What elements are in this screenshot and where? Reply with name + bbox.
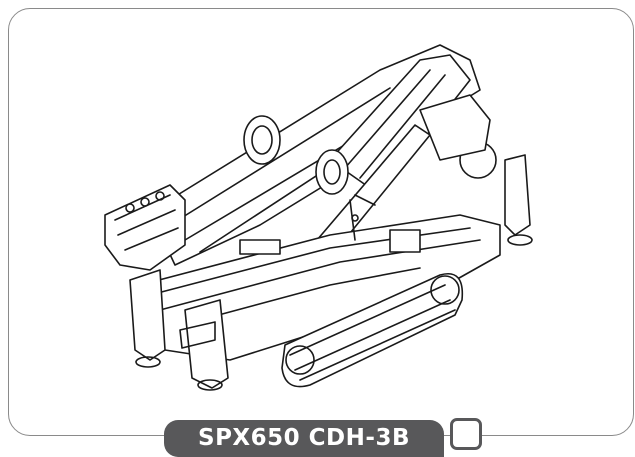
select-checkbox[interactable] bbox=[450, 418, 482, 450]
crawler-crane-line-drawing-icon bbox=[104, 44, 533, 391]
model-label-background bbox=[164, 420, 444, 457]
model-label: SPX650 CDH-3B bbox=[198, 425, 410, 451]
